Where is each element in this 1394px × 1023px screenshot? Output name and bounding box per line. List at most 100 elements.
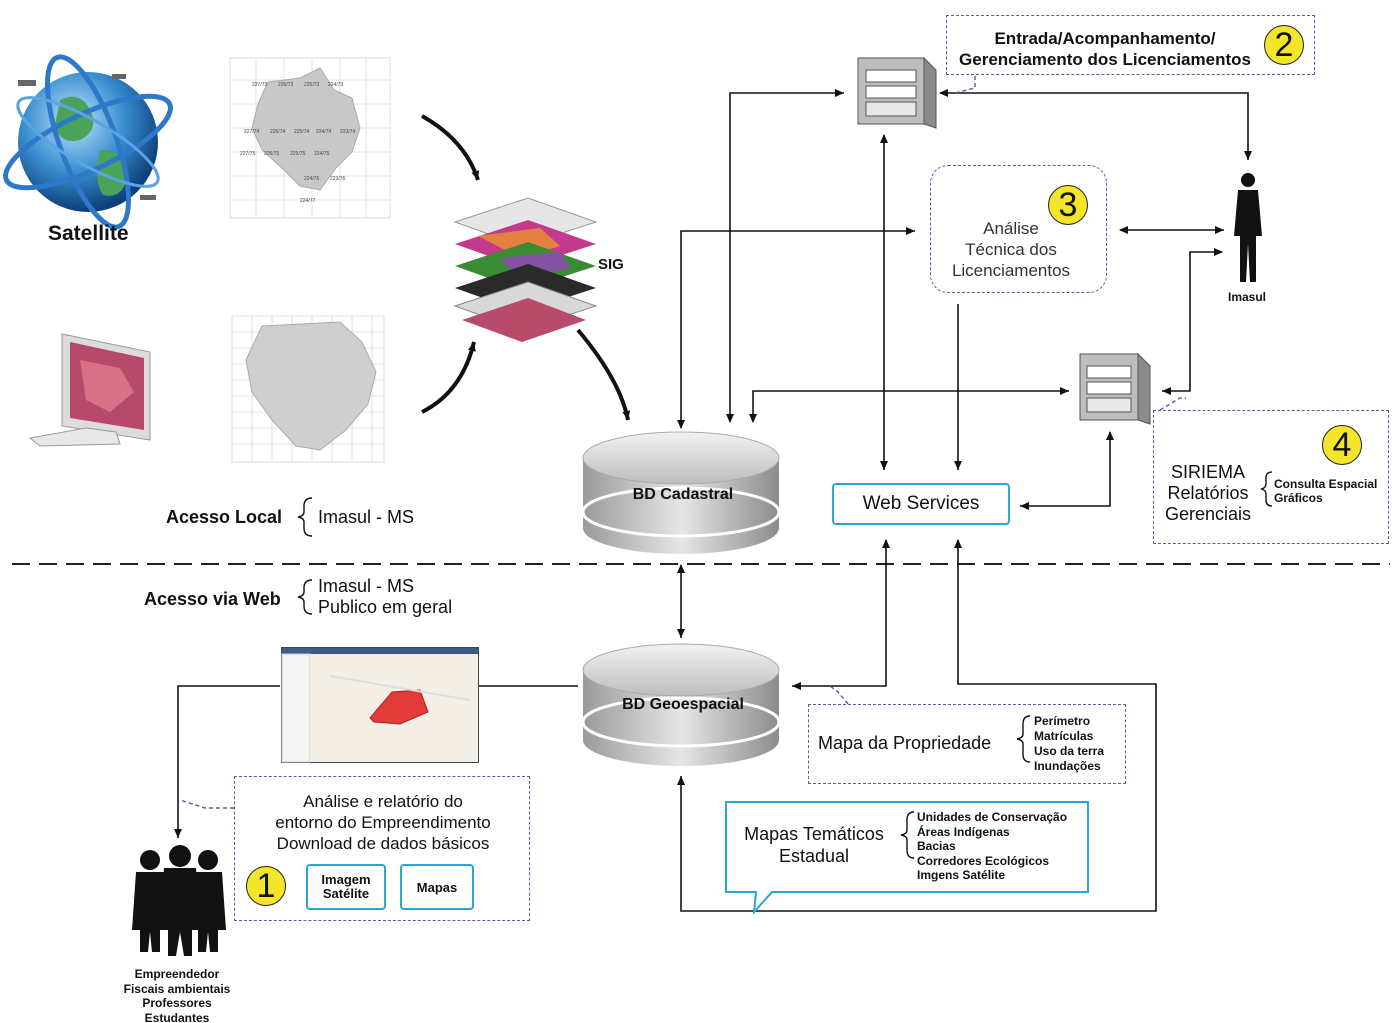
svg-text:226/73: 226/73 <box>278 82 294 88</box>
mapa-propriedade-label: Mapa da Propriedade <box>818 733 992 753</box>
imagem-satelite-label-1: Imagem <box>321 872 371 887</box>
svg-text:227/74: 227/74 <box>244 129 260 135</box>
badge-1: 1 <box>246 866 286 906</box>
users-labels: Empreendedor Fiscais ambientais Professo… <box>110 967 244 1023</box>
arrow-sig-to-cadastral <box>576 328 631 421</box>
callout-2-line1: Entrada/Acompanhamento/ <box>994 29 1216 48</box>
mapas-tematicos-item: Corredores Ecológicos <box>917 853 1050 868</box>
mapas-button[interactable]: Mapas <box>400 864 474 910</box>
bd-cadastral-label: BD Cadastral <box>632 486 734 503</box>
users-item: Professores <box>142 996 212 1010</box>
mapas-tematicos-item: Unidades de Conservação <box>917 810 1068 824</box>
svg-text:224/75: 224/75 <box>314 151 330 157</box>
bd-geoespacial-label: BD Geoespacial <box>622 696 744 713</box>
sig-label: SIG <box>598 256 624 273</box>
mapas-tematicos-line2: Estadual <box>778 846 850 866</box>
siriema-title: SIRIEMA Relatórios Gerenciais <box>1160 462 1256 525</box>
brace-siriema <box>1260 471 1273 507</box>
badge-4: 4 <box>1322 425 1362 465</box>
bd-cadastral-cylinder <box>581 431 781 554</box>
mapas-tematicos-item: Imgens Satélite <box>917 868 1006 883</box>
callout-1-line2: entorno do Empreendimento <box>275 813 491 832</box>
siriema-items: Consulta Espacial Gráficos <box>1274 477 1377 505</box>
brace-mapa-propriedade <box>1016 715 1031 763</box>
monitor-icon <box>28 333 151 447</box>
mapas-tematicos-items: Unidades de Conservação Áreas Indígenas … <box>917 810 1067 883</box>
acesso-local-label: Acesso Local <box>166 507 283 527</box>
mapas-tematicos-item: Áreas Indígenas <box>917 824 1010 839</box>
siriema-item: Gráficos <box>1274 491 1323 505</box>
conn-webservices-loop <box>677 539 1157 912</box>
mapa-propriedade-item: Inundações <box>1034 759 1101 773</box>
svg-text:226/75: 226/75 <box>264 151 280 157</box>
users-group-icon <box>132 845 226 956</box>
conn-imasul-server-mid <box>1162 248 1223 395</box>
svg-text:224/76: 224/76 <box>304 176 320 182</box>
callout-3-line1: Análise <box>983 219 1039 238</box>
mapa-propriedade-item: Matrículas <box>1034 729 1094 743</box>
mapas-tematicos-item: Bacias <box>917 839 956 854</box>
imasul-label: Imasul <box>1228 290 1267 304</box>
siriema-line: Gerenciais <box>1164 504 1252 524</box>
acesso-local-item: Imasul - MS <box>318 507 415 527</box>
callout-1-line3: Download de dados básicos <box>276 834 490 853</box>
svg-text:223/76: 223/76 <box>330 176 346 182</box>
brace-acesso-web <box>297 579 313 615</box>
conn-server-mid-webservices <box>1020 431 1114 510</box>
svg-text:225/74: 225/74 <box>294 129 310 135</box>
satellite-label: Satellite <box>48 222 129 245</box>
callout-2-line2: Gerenciamento dos Licenciamentos <box>959 50 1251 69</box>
svg-text:224/73: 224/73 <box>328 82 344 88</box>
badge-3: 3 <box>1048 185 1088 225</box>
sig-layers-stack <box>453 197 598 342</box>
web-screenshot-image <box>281 647 479 763</box>
users-item: Fiscais ambientais <box>123 981 231 996</box>
grid-top-tile-labels: 227/73 226/73 225/73 224/73 227/74 226/7… <box>240 82 356 204</box>
svg-text:225/73: 225/73 <box>304 82 320 88</box>
callout-1-line1: Análise e relatório do <box>303 792 463 811</box>
callout-3-line2: Técnica dos <box>965 240 1057 259</box>
mapa-propriedade-item: Perímetro <box>1034 714 1091 728</box>
mapa-propriedade-box <box>808 704 1126 784</box>
svg-text:223/74: 223/74 <box>340 129 356 135</box>
users-item: Estudantes <box>144 1010 210 1023</box>
callout-1-box <box>234 776 530 921</box>
acesso-web-item: Publico em geral <box>318 597 453 617</box>
callout-2-box <box>946 15 1315 75</box>
siriema-line: Relatórios <box>1167 483 1249 503</box>
siriema-line: SIRIEMA <box>1170 462 1245 482</box>
tile-grid-map-top <box>229 57 391 219</box>
server-mid-icon <box>1079 352 1151 425</box>
mapa-propriedade-item: Uso da terra <box>1034 744 1105 758</box>
imasul-person-icon <box>1234 173 1262 282</box>
callout-2-text: Entrada/Acompanhamento/ Gerenciamento do… <box>950 28 1260 70</box>
conn-cadastral-server-mid <box>749 387 1069 423</box>
callout-3-text: Análise Técnica dos Licenciamentos <box>936 218 1086 281</box>
globe-icon <box>3 54 173 230</box>
brace-mapas-tematicos <box>900 811 915 859</box>
acesso-web-label: Acesso via Web <box>144 589 281 609</box>
mapa-propriedade-items: Perímetro Matrículas Uso da terra Inunda… <box>1034 714 1104 774</box>
arrow-grid-to-sig <box>421 114 480 181</box>
badge-2: 2 <box>1264 25 1304 65</box>
svg-text:227/75: 227/75 <box>240 151 256 157</box>
conn-screenshot-users <box>174 685 280 838</box>
imagem-satelite-label-2: Satélite <box>322 886 370 901</box>
tile-grid-map-bottom <box>231 315 385 463</box>
callout-3-box <box>930 165 1107 293</box>
svg-text:224/77: 224/77 <box>300 198 316 204</box>
mapas-tematicos-line1: Mapas Temáticos <box>744 824 884 844</box>
mapas-tematicos-bubble <box>725 801 1089 915</box>
web-services-box: Web Services <box>832 483 1010 525</box>
svg-text:224/74: 224/74 <box>316 129 332 135</box>
svg-text:225/75: 225/75 <box>290 151 306 157</box>
mapas-tematicos-title: Mapas Temáticos Estadual <box>736 823 892 867</box>
callout-1-text: Análise e relatório do entorno do Empree… <box>240 791 526 854</box>
callout-3-line3: Licenciamentos <box>951 261 1071 280</box>
svg-text:227/73: 227/73 <box>252 82 268 88</box>
imagem-satelite-button[interactable]: Imagem Satélite <box>306 864 386 910</box>
conn-server-top-imasul <box>939 89 1252 160</box>
arrow-screen-to-sig <box>421 341 476 414</box>
